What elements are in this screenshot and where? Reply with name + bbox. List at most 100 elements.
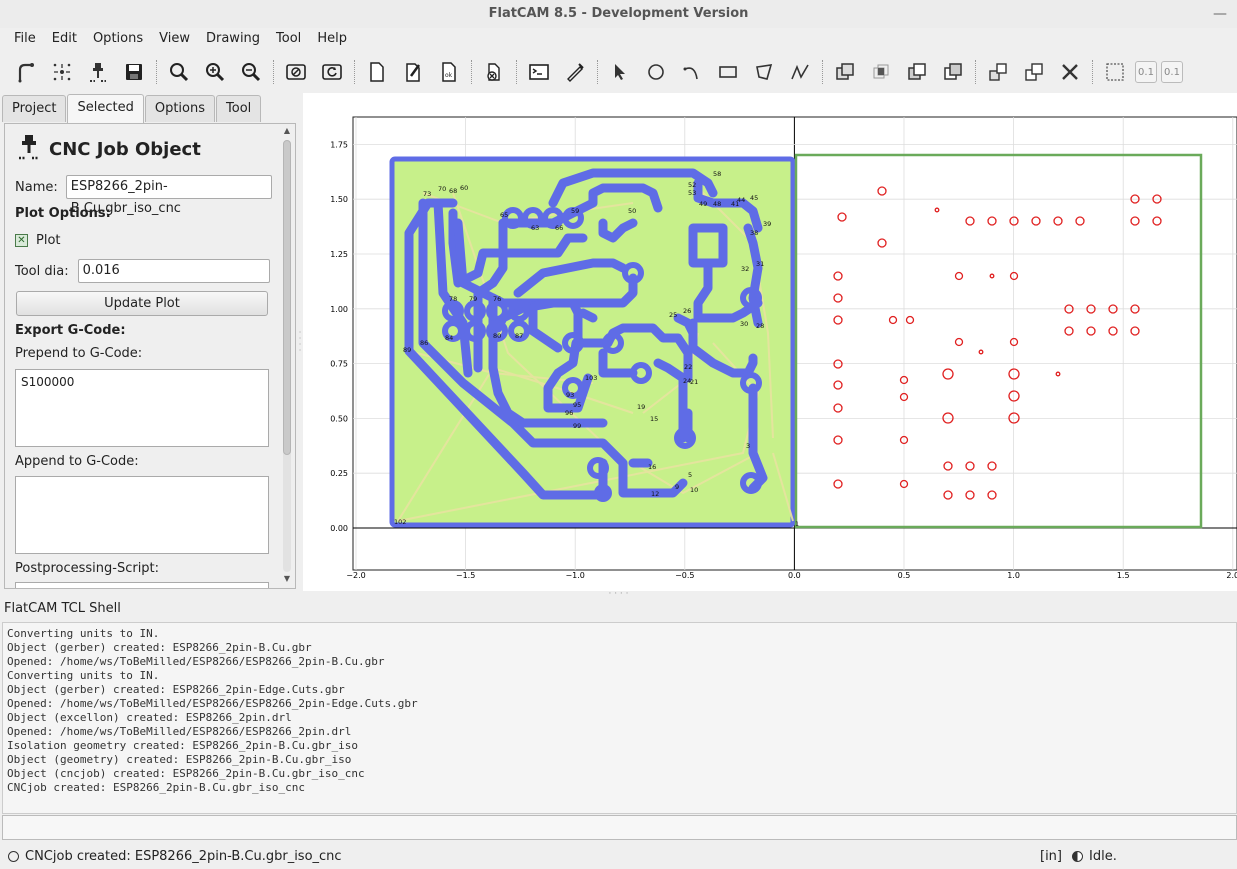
pad-label: 89 (403, 346, 411, 354)
shell-icon[interactable] (526, 59, 552, 85)
append-textarea[interactable] (15, 476, 269, 554)
status-message-text: CNCjob created: ESP8266_2pin-B.Cu.gbr_is… (25, 848, 342, 864)
menu-view[interactable]: View (159, 31, 190, 46)
toolbar-separator (975, 60, 976, 84)
circle-icon[interactable] (643, 59, 669, 85)
menu-tool[interactable]: Tool (276, 31, 302, 46)
pad-label: 76 (493, 295, 501, 303)
delete-shape-icon[interactable] (1057, 59, 1083, 85)
open-gerber-icon[interactable] (13, 59, 39, 85)
zoom-out-icon[interactable] (238, 59, 264, 85)
grid-snap-icon[interactable] (1102, 59, 1128, 85)
path-icon[interactable] (787, 59, 813, 85)
name-field[interactable]: ESP8266_2pin-B.Cu.gbr_iso_cnc (65, 175, 272, 216)
shell-line: Opened: /home/ws/ToBeMilled/ESP8266/ESP8… (7, 725, 352, 738)
minimize-button[interactable]: — (1213, 6, 1227, 22)
pad-label: 30 (740, 320, 748, 328)
pad-label: 48 (713, 200, 721, 208)
tool-dia-field[interactable]: 0.016 (77, 259, 270, 283)
pad-label: 19 (637, 403, 645, 411)
move-icon[interactable] (985, 59, 1011, 85)
select-icon[interactable] (607, 59, 633, 85)
snap-y-field[interactable]: 0.1 (1161, 61, 1183, 83)
shell-input[interactable] (2, 815, 1237, 840)
rectangle-icon[interactable] (715, 59, 741, 85)
shell-line: CNCjob created: ESP8266_2pin-B.Cu.gbr_is… (7, 781, 306, 794)
tab-options[interactable]: Options (144, 95, 216, 122)
scroll-up-icon[interactable]: ▲ (283, 126, 291, 135)
plot-row: ✕ Plot (15, 233, 61, 248)
replot-icon[interactable] (283, 59, 309, 85)
scroll-down-icon[interactable]: ▼ (283, 574, 291, 583)
pad-label: 80 (493, 332, 501, 340)
shell-splitter[interactable]: · · · · (608, 589, 629, 599)
plot-checkbox[interactable]: ✕ (15, 234, 28, 247)
shell-line: Object (excellon) created: ESP8266_2pin.… (7, 711, 292, 724)
main-toolbar: ok 0.1 0.1 (0, 54, 1237, 90)
activity-status: Idle. (1072, 849, 1117, 864)
intersection-icon[interactable] (868, 59, 894, 85)
pad-label: 9 (675, 483, 679, 491)
arc-icon[interactable] (679, 59, 705, 85)
svg-text:ok: ok (445, 72, 453, 79)
open-excellon-icon[interactable] (49, 59, 75, 85)
title-bar: FlatCAM 8.5 - Development Version — (0, 0, 1237, 28)
tab-tool[interactable]: Tool (216, 95, 262, 122)
shell-line: Opened: /home/ws/ToBeMilled/ESP8266/ESP8… (7, 655, 385, 668)
tab-selected[interactable]: Selected (67, 94, 144, 123)
save-project-icon[interactable] (121, 59, 147, 85)
pad-label: 58 (713, 170, 721, 178)
x-tick-label: 2.0 (1226, 571, 1237, 580)
object-header: CNC Job Object (17, 134, 201, 164)
menu-edit[interactable]: Edit (51, 31, 77, 46)
pad-label: 16 (648, 463, 656, 471)
measure-icon[interactable] (562, 59, 588, 85)
y-tick-label: 1.00 (330, 305, 348, 314)
x-tick-label: −1.0 (565, 571, 584, 580)
menu-file[interactable]: File (14, 31, 36, 46)
update-plot-button[interactable]: Update Plot (16, 291, 268, 316)
pad-label: 63 (531, 224, 539, 232)
shell-output: Converting units to IN.Object (gerber) c… (2, 622, 1237, 814)
window-title: FlatCAM 8.5 - Development Version (488, 6, 749, 21)
clear-plot-icon[interactable] (319, 59, 345, 85)
edit-geometry-icon[interactable] (400, 59, 426, 85)
shell-line: Object (cncjob) created: ESP8266_2pin-B.… (7, 767, 365, 780)
pad-label: 45 (750, 194, 758, 202)
update-geometry-icon[interactable]: ok (436, 59, 462, 85)
units-indicator[interactable]: [in] (1040, 848, 1062, 864)
postprocessing-textarea[interactable] (15, 582, 269, 588)
y-tick-label: 1.75 (330, 140, 348, 149)
open-gcode-icon[interactable] (85, 59, 111, 85)
polygon-icon[interactable] (751, 59, 777, 85)
tab-project[interactable]: Project (2, 95, 67, 122)
zoom-fit-icon[interactable] (166, 59, 192, 85)
subtraction-icon[interactable] (904, 59, 930, 85)
pad-label: 12 (651, 490, 659, 498)
delete-icon[interactable] (481, 59, 507, 85)
menu-drawing[interactable]: Drawing (205, 31, 261, 46)
export-gcode-label: Export G-Code: (15, 323, 126, 338)
copy-icon[interactable] (1021, 59, 1047, 85)
panel-scrollbar[interactable]: ▲ ▼ (281, 126, 293, 586)
scroll-thumb[interactable] (283, 140, 291, 455)
cut-icon[interactable] (940, 59, 966, 85)
pad-label: 1 (795, 520, 799, 528)
union-icon[interactable] (832, 59, 858, 85)
snap-x-field[interactable]: 0.1 (1135, 61, 1157, 83)
y-tick-label: 1.25 (330, 250, 348, 259)
menu-bar: File Edit Options View Drawing Tool Help (0, 28, 1237, 50)
pad-label: 3 (746, 442, 750, 450)
zoom-in-icon[interactable] (202, 59, 228, 85)
prepend-label: Prepend to G-Code: (15, 346, 143, 361)
pad-label: 73 (423, 190, 431, 198)
pad-label: 70 (438, 185, 446, 193)
menu-help[interactable]: Help (317, 31, 347, 46)
new-geometry-icon[interactable] (364, 59, 390, 85)
menu-options[interactable]: Options (92, 31, 144, 46)
pad-label: 87 (515, 332, 523, 340)
dock-splitter[interactable]: ···· (298, 328, 302, 355)
prepend-textarea[interactable]: S100000 (15, 369, 269, 447)
